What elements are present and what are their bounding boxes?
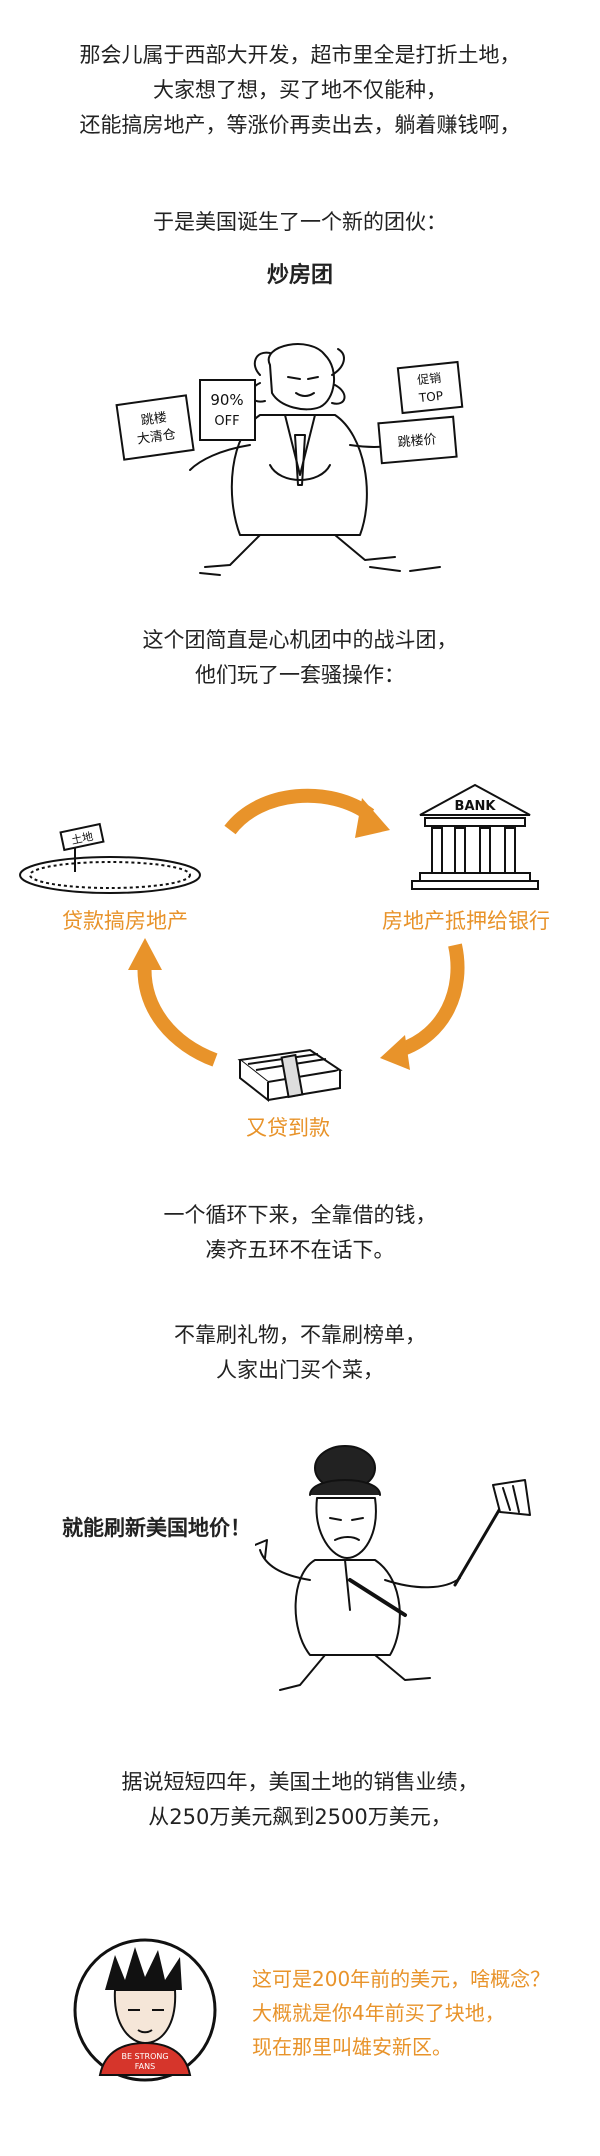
- cycle-label-right: 房地产抵押给银行: [382, 909, 550, 933]
- gang-line: 于是美国诞生了一个新的团伙：: [153, 210, 447, 234]
- arrow-right-head: [380, 1035, 410, 1070]
- avatar: BE STRONG FANS: [73, 1938, 217, 2082]
- buy-paragraph: 不靠刷礼物，不靠刷榜单， 人家出门买个菜，: [0, 1318, 600, 1388]
- old-man-sale-illustration: 跳楼 大清仓 90% OFF 促销 TOP 跳楼价: [115, 343, 464, 576]
- svg-text:跳楼价: 跳楼价: [397, 432, 437, 450]
- svg-text:跳楼: 跳楼: [140, 410, 168, 428]
- loop-line-2: 凑齐五环不在话下。: [205, 1238, 395, 1262]
- sign-middle: 90% OFF: [199, 379, 256, 441]
- refresh-text: 就能刷新美国地价！: [62, 1516, 251, 1540]
- gang-title: 炒房团: [266, 263, 333, 288]
- svg-text:FANS: FANS: [135, 2062, 155, 2071]
- sales-paragraph: 据说短短四年，美国土地的销售业绩， 从250万美元飙到2500万美元，: [0, 1765, 600, 1835]
- cycle-label-bottom: 又贷到款: [246, 1116, 330, 1140]
- sign-right-top: 促销 TOP: [396, 360, 464, 415]
- svg-text:OFF: OFF: [214, 414, 239, 429]
- cycle-label-left: 贷款搞房地产: [62, 909, 188, 933]
- intro-line-1: 那会儿属于西部大开发，超市里全是打折土地，: [79, 43, 521, 67]
- buy-line-1: 不靠刷礼物，不靠刷榜单，: [174, 1323, 426, 1347]
- arrow-left: [137, 959, 218, 1067]
- ops-line-1: 这个团简直是心机团中的战斗团，: [142, 628, 458, 652]
- land-plot-icon: 土地: [19, 822, 201, 894]
- sales-line-1: 据说短短四年，美国土地的销售业绩，: [121, 1770, 479, 1794]
- svg-text:土地: 土地: [70, 830, 94, 847]
- money-stack-icon: [237, 1048, 343, 1103]
- buy-line-2: 人家出门买个菜，: [216, 1358, 384, 1382]
- sign-left: 跳楼 大清仓: [115, 394, 195, 461]
- note-paragraph: 这可是200年前的美元，啥概念？ 大概就是你4年前买了块地， 现在那里叫雄安新区…: [252, 1962, 550, 2064]
- note-line-1: 这可是200年前的美元，啥概念？: [252, 1967, 551, 1991]
- intro-paragraph: 那会儿属于西部大开发，超市里全是打折土地， 大家想了想，买了地不仅能种， 还能搞…: [0, 38, 600, 143]
- svg-text:TOP: TOP: [417, 389, 443, 406]
- note-line-3: 现在那里叫雄安新区。: [252, 2035, 452, 2059]
- ops-paragraph: 这个团简直是心机团中的战斗团， 他们玩了一套骚操作：: [0, 623, 600, 693]
- sign-right-bottom: 跳楼价: [377, 415, 458, 465]
- note-line-2: 大概就是你4年前买了块地，: [252, 2001, 505, 2025]
- intro-line-2: 大家想了想，买了地不仅能种，: [153, 78, 447, 102]
- bank-icon: BANK: [411, 783, 539, 890]
- gang-paragraph: 于是美国诞生了一个新的团伙：: [0, 205, 600, 240]
- arrow-top-head: [355, 798, 390, 838]
- svg-text:大清仓: 大清仓: [136, 427, 177, 447]
- svg-text:BE STRONG: BE STRONG: [121, 2052, 168, 2061]
- intro-line-3: 还能搞房地产，等涨价再卖出去，躺着赚钱啊，: [79, 113, 521, 137]
- svg-text:90%: 90%: [210, 391, 243, 409]
- svg-text:BANK: BANK: [455, 799, 497, 814]
- svg-text:促销: 促销: [416, 371, 441, 387]
- arrow-left-head: [128, 938, 162, 970]
- arrow-right: [397, 943, 465, 1057]
- loop-line-1: 一个循环下来，全靠借的钱，: [163, 1203, 437, 1227]
- ops-line-2: 他们玩了一套骚操作：: [195, 663, 405, 687]
- arrow-top: [224, 788, 375, 835]
- sales-line-2: 从250万美元飙到2500万美元，: [148, 1805, 452, 1829]
- woman-with-broom-illustration: [255, 1445, 531, 1691]
- loop-paragraph: 一个循环下来，全靠借的钱， 凑齐五环不在话下。: [0, 1198, 600, 1268]
- cycle-diagram: 土地 BANK: [19, 783, 539, 1103]
